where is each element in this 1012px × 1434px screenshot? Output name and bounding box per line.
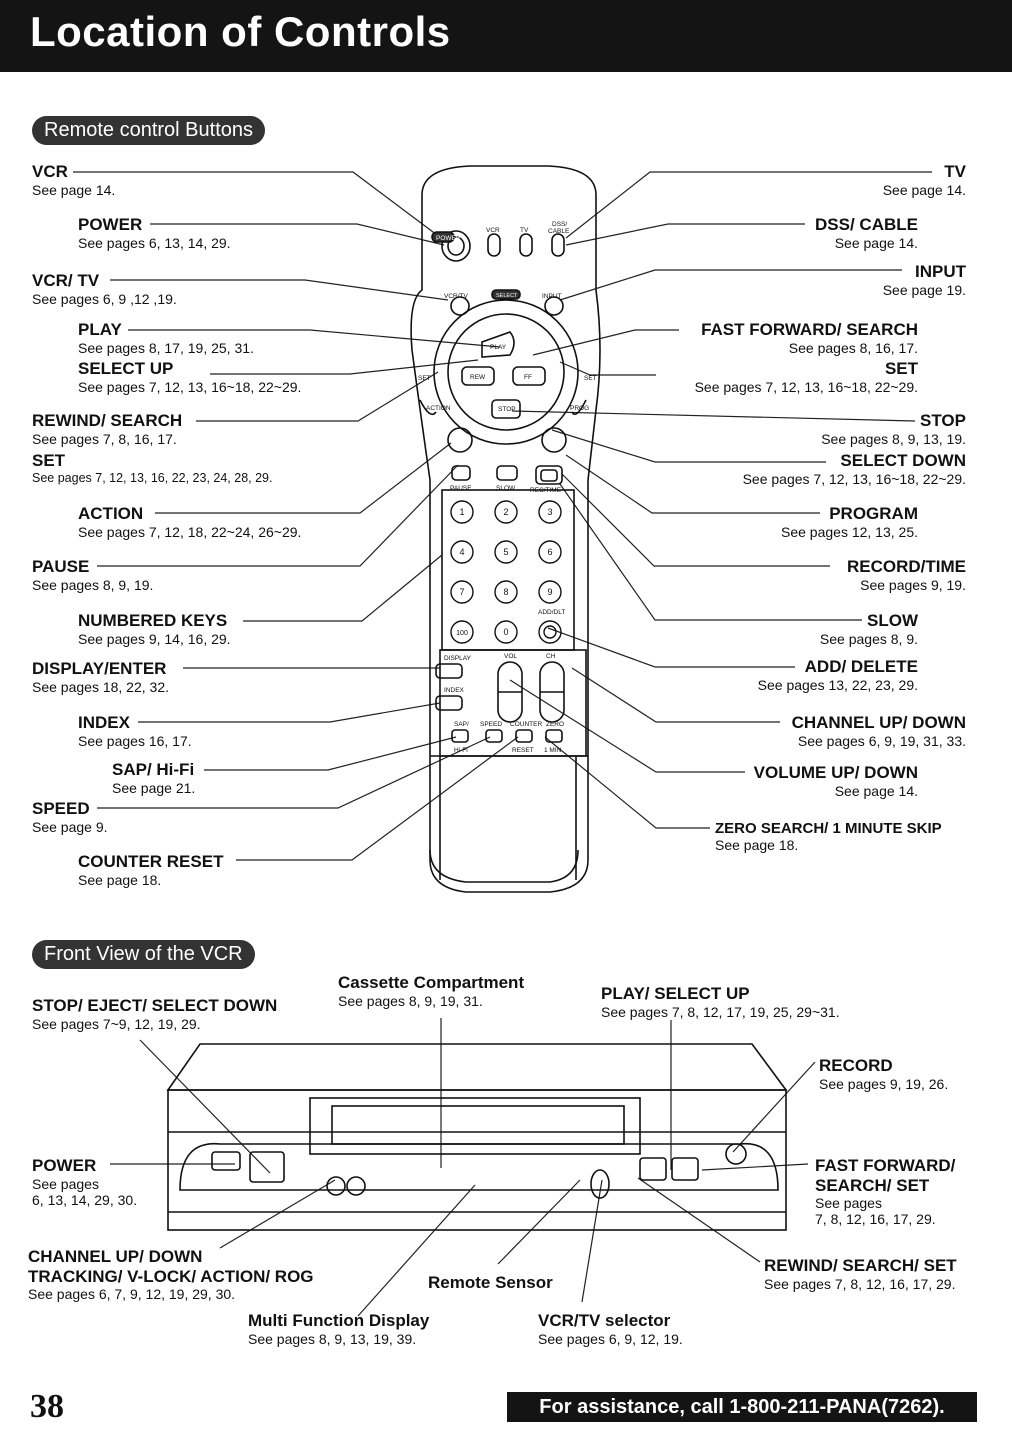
remote-counter-label: COUNTER: [510, 721, 542, 728]
remote-prog-label: PROG: [570, 405, 589, 412]
remote-key-8: 8: [503, 587, 508, 597]
remote-vcr-label: VCR: [486, 227, 500, 234]
remote-dss-label: DSS/: [552, 221, 567, 228]
remote-slow-label: SLOW: [496, 485, 516, 492]
remote-rew-label: REW: [470, 374, 486, 381]
remote-control-illustration: POWER VCR TV DSS/ CABLE VCR/TV SELECT IN…: [410, 165, 601, 893]
remote-key-6: 6: [547, 547, 552, 557]
remote-index-label: INDEX: [444, 687, 465, 694]
section-heading-front: Front View of the VCR: [32, 940, 255, 969]
remote-key-0: 0: [503, 627, 508, 637]
remote-key-1: 1: [459, 507, 464, 517]
remote-reset-label: RESET: [512, 747, 534, 754]
remote-cable-label: CABLE: [548, 228, 570, 235]
label-remote-sensor: Remote Sensor: [428, 1273, 553, 1292]
remote-sap-label: SAP/: [454, 721, 469, 728]
remote-set-left-label: SET: [418, 375, 431, 382]
remote-key-2: 2: [503, 507, 508, 517]
remote-stop-label: STOP: [498, 406, 516, 413]
remote-ff-label: FF: [524, 374, 532, 381]
remote-hifi-label: Hi-Fi: [454, 747, 468, 754]
remote-key-100: 100: [456, 630, 468, 637]
remote-set-right-label: SET: [584, 375, 597, 382]
remote-power-label: POWER: [436, 235, 461, 242]
remote-action-label: ACTION: [426, 405, 451, 412]
assistance-banner: For assistance, call 1-800-211-PANA(7262…: [507, 1392, 977, 1422]
vcr-front-illustration: [166, 1043, 788, 1231]
page-header: Location of Controls: [0, 0, 1012, 72]
remote-select-label: SELECT: [496, 293, 518, 299]
remote-key-3: 3: [547, 507, 552, 517]
remote-display-label: DISPLAY: [444, 655, 472, 662]
remote-vol-label: VOL: [504, 653, 517, 660]
remote-key-9: 9: [547, 587, 552, 597]
page-number: 38: [30, 1388, 64, 1425]
remote-vcrtv-label: VCR/TV: [444, 293, 469, 300]
section-heading-remote: Remote control Buttons: [32, 116, 265, 145]
remote-speed-label: SPEED: [480, 721, 502, 728]
remote-key-7: 7: [459, 587, 464, 597]
remote-zero-label: ZERO: [546, 721, 564, 728]
remote-rectime-label: REC/TIME: [530, 487, 562, 494]
remote-ch-label: CH: [546, 653, 556, 660]
remote-input-label: INPUT: [542, 293, 562, 300]
remote-pause-label: PAUSE: [450, 485, 472, 492]
remote-key-4: 4: [459, 547, 464, 557]
remote-add-label: ADD/DLT: [538, 609, 565, 616]
remote-tv-label: TV: [520, 227, 529, 234]
page-title: Location of Controls: [30, 8, 451, 55]
remote-key-5: 5: [503, 547, 508, 557]
remote-1min-label: 1 MIN: [544, 747, 562, 754]
remote-play-label: PLAY: [490, 344, 507, 351]
